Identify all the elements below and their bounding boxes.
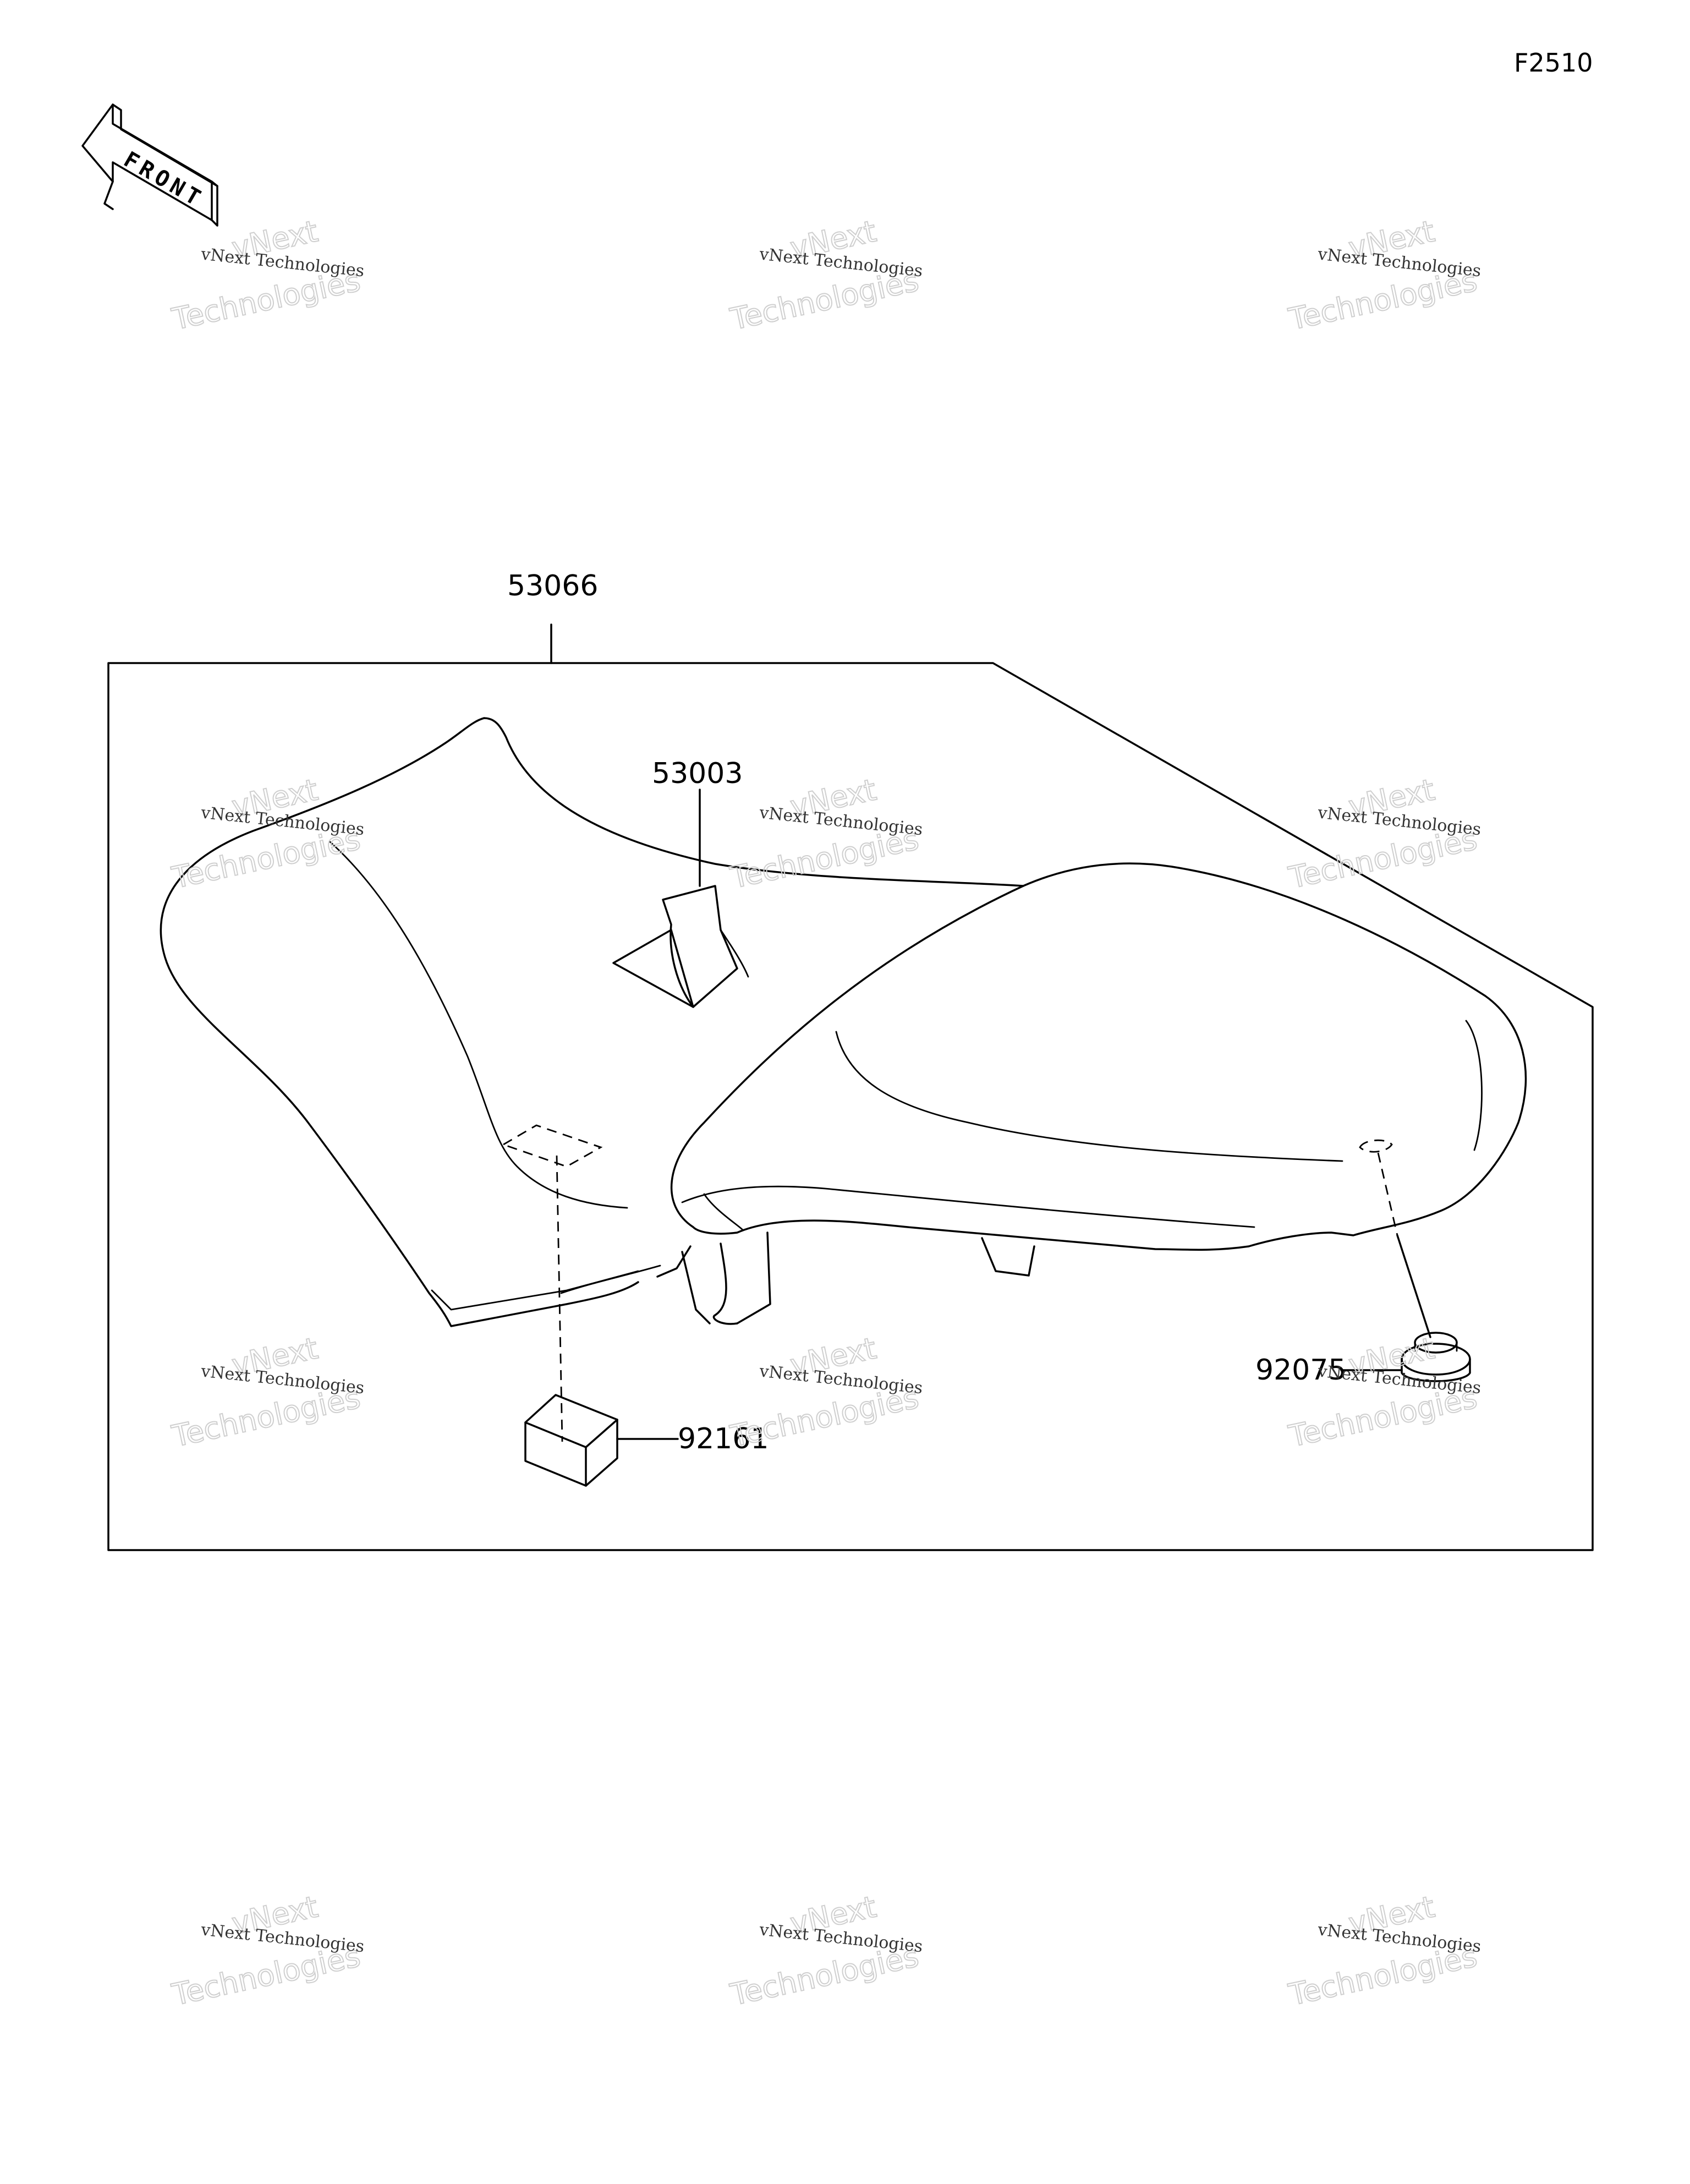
front-label: FRONT [119, 147, 208, 213]
assembly-outline [107, 662, 1594, 1551]
part-number-53066: 53066 [507, 570, 598, 603]
watermark: vNext Technologies vNext Technologies [1285, 1889, 1482, 2013]
watermark: vNext Technologies vNext Technologies [727, 1330, 924, 1454]
seat-drawing [160, 717, 1527, 1327]
watermark: vNext Technologies vNext Technologies [168, 771, 365, 896]
watermark: vNext Technologies vNext Technologies [168, 213, 365, 337]
watermark-grid: vNext Technologies vNext Technologies vN… [168, 213, 1482, 2013]
figure-number: F2510 [1514, 48, 1593, 78]
watermark: vNext Technologies vNext Technologies [1285, 771, 1482, 896]
watermark: vNext Technologies vNext Technologies [168, 1889, 365, 2013]
watermark: vNext Technologies vNext Technologies [1285, 213, 1482, 337]
watermark: vNext Technologies vNext Technologies [727, 1889, 924, 2013]
part-number-92161: 92161 [678, 1422, 769, 1455]
part-number-92075: 92075 [1255, 1354, 1346, 1387]
front-arrow-icon: FRONT [81, 103, 218, 227]
part-92161-drawing [501, 1124, 679, 1487]
watermark: vNext Technologies vNext Technologies [727, 213, 924, 337]
part-number-53003: 53003 [652, 757, 743, 790]
watermark: vNext Technologies vNext Technologies [168, 1330, 365, 1454]
part-92075-drawing [1340, 1139, 1471, 1382]
